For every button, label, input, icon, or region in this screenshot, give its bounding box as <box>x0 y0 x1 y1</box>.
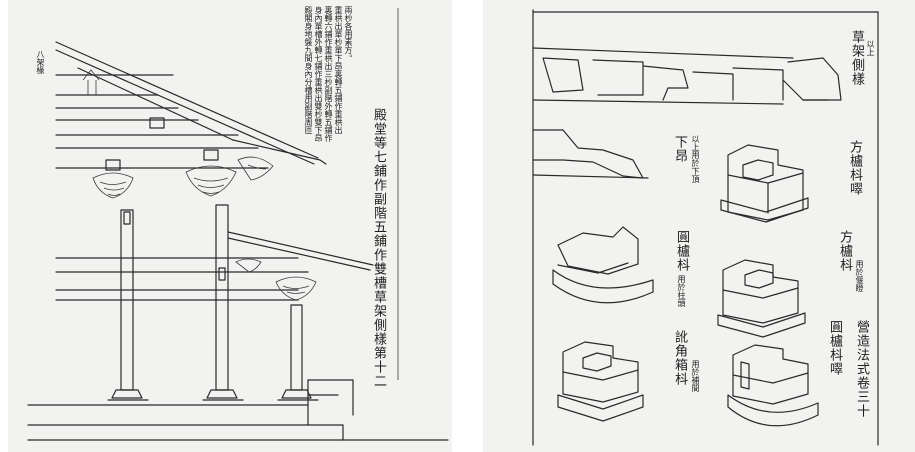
bracket-set-lower <box>235 258 317 301</box>
book-title: 營造法式卷三十 <box>854 320 869 418</box>
label-yuanludou-1-note: 用於柱頭 <box>677 275 686 307</box>
header-title: 草架側樣 <box>849 30 864 86</box>
page-title: 殿堂等七鋪作副階五鋪作雙槽草架側樣第十二 <box>371 108 386 388</box>
label-xunjiao: 訛角箱枓 <box>672 330 687 386</box>
note-column-3: 裏轉六鋪作重栱出三杪副階外轉五鋪作 <box>324 6 333 142</box>
building-section-drawing <box>27 8 449 441</box>
label-xiaang: 下昂 <box>672 135 687 163</box>
bracket-set-left <box>92 159 134 199</box>
note-column-2: 身內單槽外轉七鋪作重栱出雙杪雙下昂 <box>314 6 323 142</box>
fangludou-2 <box>717 259 806 338</box>
label-fangludou-2-note: 用於偃瞪 <box>855 260 864 292</box>
yuanludou-1 <box>552 226 654 304</box>
fangludou-1 <box>720 144 809 223</box>
bracket-set-middle <box>149 117 237 197</box>
yuanludou-2 <box>727 344 819 427</box>
beam-strip <box>532 47 842 105</box>
column-middle <box>202 204 244 401</box>
note-column-5: 兩杪各用素方。 <box>344 6 353 62</box>
xiaang-drawing <box>532 129 649 179</box>
label-xiaang-note: 以上用於下頂 <box>691 135 700 183</box>
xunjiao-xiangdou <box>557 341 644 422</box>
label-fangludou-1: 方櫨枓噿 <box>847 140 862 196</box>
note-column-1: 殿閣身地盤九間身內分槽用副階周匝 <box>304 6 313 134</box>
right-page: 草架側樣 以上 下昂 以上用於下頂 方櫨枓噿 圓櫨枓 用於柱頭 方櫨枓 用於偃瞪… <box>483 0 915 452</box>
rafter-note: 八架椽 <box>36 50 45 74</box>
column-right <box>277 304 319 401</box>
label-yuanludou-2: 圓櫨枓噿 <box>827 320 842 376</box>
note-column-4: 重栱出單杪單下昂裏轉五鋪作重栱出 <box>334 6 343 134</box>
header-note: 以上 <box>866 40 875 56</box>
label-yuanludou-1: 圓櫨枓 <box>674 230 689 272</box>
bracket-components-drawing <box>532 9 879 446</box>
bracket-set-right-upper <box>237 156 274 181</box>
label-fangludou-2: 方櫨枓 <box>837 230 852 272</box>
label-xunjiao-note: 用於補間 <box>691 360 700 392</box>
left-page: 殿閣身地盤九間身內分槽用副階周匝 身內單槽外轉七鋪作重栱出雙杪雙下昂 裏轉六鋪作… <box>8 0 452 452</box>
column-left <box>107 209 149 401</box>
